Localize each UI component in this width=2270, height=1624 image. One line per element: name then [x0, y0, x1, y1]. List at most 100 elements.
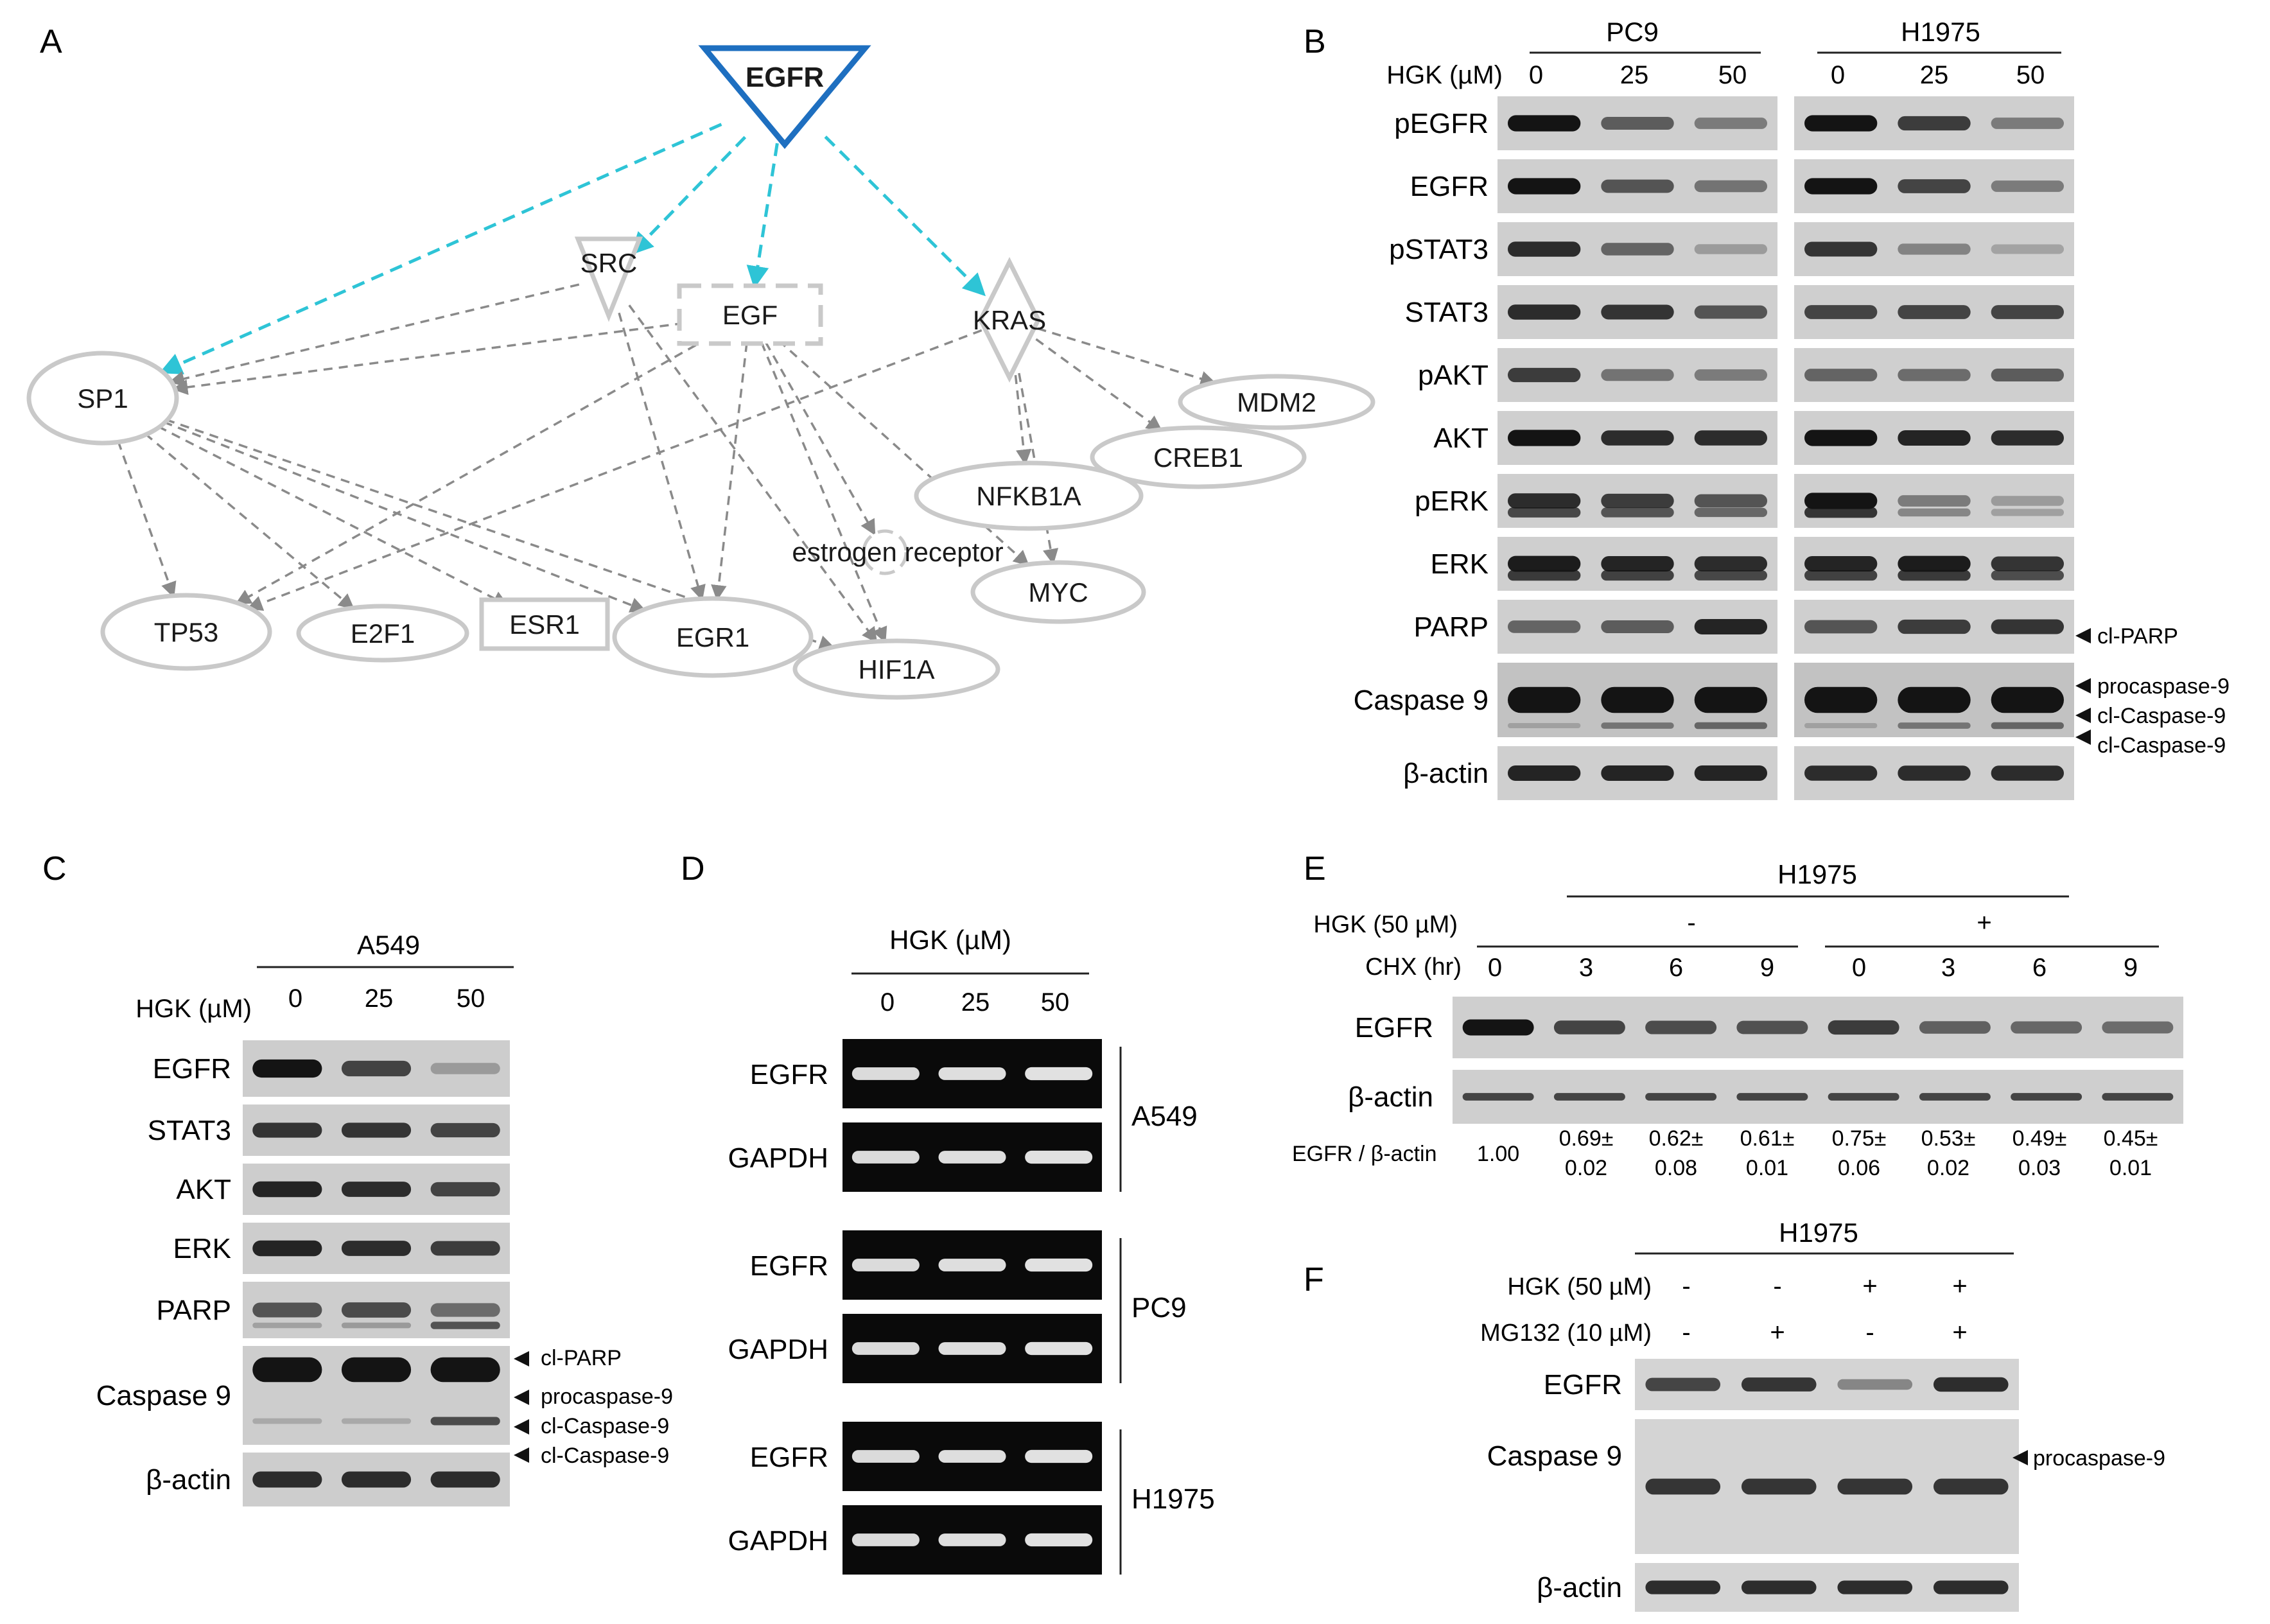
edge-egf-to-sp1	[171, 322, 685, 396]
panel-c-band-2	[341, 1357, 412, 1383]
panel-c-row-egfr: EGFR	[153, 1040, 510, 1097]
panel-b-h1975-band-1	[1804, 178, 1878, 195]
panel-e-ratio-sd: 0.03	[2018, 1156, 2061, 1180]
panel-b-pc9-band-1	[1507, 555, 1581, 572]
panel-c-row-label: PARP	[156, 1295, 231, 1326]
node-shape-esr1	[479, 597, 610, 651]
panel-e-row-egfr: EGFR	[1355, 997, 2183, 1058]
panel-c-annot-cl-casp-1: cl-Caspase-9	[541, 1414, 669, 1438]
panel-d-band-1	[851, 1151, 920, 1164]
panel-f-row-label: β-actin	[1537, 1572, 1622, 1603]
panel-c-cell-line: A549	[357, 930, 420, 960]
panel-b-row-pstat3: pSTAT3	[1389, 222, 2074, 276]
panel-b-pc9-band-2	[1601, 243, 1674, 256]
panel-b-row-label: EGFR	[1410, 171, 1489, 202]
panel-letter-c: C	[42, 850, 67, 887]
panel-c-band-2	[341, 1471, 412, 1488]
panel-e-band-8	[2102, 1021, 2174, 1034]
panel-b-annot-procaspase: procaspase-9	[2097, 674, 2230, 699]
panel-d-band-2	[938, 1067, 1006, 1080]
edge-kras-to-nfkb1a	[1014, 374, 1032, 466]
panel-letter-a: A	[40, 23, 62, 60]
panel-b-row-label: Caspase 9	[1354, 685, 1489, 716]
node-egr1: EGR1	[612, 596, 814, 678]
panel-c-row-label: EGFR	[153, 1053, 231, 1085]
panel-e-ratio-first: 1.00	[1477, 1142, 1519, 1166]
panel-letter-d: D	[681, 850, 705, 887]
panel-e-ratio-sd: 0.08	[1655, 1156, 1697, 1180]
edge-sp1-to-egr1	[163, 421, 647, 613]
panel-b-h1975-band-1	[1804, 493, 1878, 509]
panel-e-band-1	[1462, 1019, 1534, 1036]
edge-src-to-sp1	[168, 283, 580, 387]
panel-d-band-3	[1025, 1449, 1093, 1463]
panel-b-h1975-band-1	[1804, 765, 1878, 781]
panel-b-pc9-band-1	[1507, 765, 1581, 781]
panel-b-rows: pEGFREGFRpSTAT3STAT3pAKTAKTpERKERKPARPCa…	[1354, 96, 2074, 800]
panel-d-band-1	[851, 1342, 920, 1355]
panel-b-row-label: STAT3	[1405, 297, 1489, 328]
panel-b-pc9-band-3	[1694, 686, 1768, 713]
panel-e-ratios: 0.69±0.020.62±0.080.61±0.010.75±0.060.53…	[1559, 1126, 2158, 1180]
panel-f-cell-line: H1975	[1779, 1218, 1858, 1248]
panel-b-pc9-band-3	[1694, 305, 1768, 319]
panel-b-annot-arrow-procaspase	[2075, 678, 2091, 694]
panel-d-row-label: EGFR	[750, 1059, 828, 1090]
panel-b-pc9-band-1	[1507, 115, 1581, 132]
edge-kras-to-mdm2	[1037, 327, 1217, 387]
panel-b-group-h1975: H1975	[1901, 17, 1980, 47]
panel-b-h1975-band-3	[1991, 430, 2065, 446]
panel-b-group-pc9: PC9	[1606, 17, 1659, 47]
panel-c-row-stat3: STAT3	[148, 1104, 510, 1156]
panel-b-row-caspase-9: Caspase 9	[1354, 663, 2074, 737]
panel-c-dose-50: 50	[457, 984, 485, 1013]
panel-b-h1975-cleaved-band-1	[1804, 723, 1878, 728]
node-shape-egfr	[698, 45, 871, 150]
panel-d-band-2	[938, 1259, 1006, 1271]
panel-e-row-label: β-actin	[1348, 1081, 1433, 1113]
edge-egfr-to-egf	[746, 143, 779, 289]
node-shape-mdm2	[1178, 374, 1375, 430]
panel-d-row-label: EGFR	[750, 1442, 828, 1473]
panel-b-row-egfr: EGFR	[1410, 159, 2074, 213]
panel-f-band-4	[1933, 1377, 2009, 1392]
panel-b-pc9-band-3	[1694, 494, 1768, 508]
panel-b-pc9-lower-band-2	[1601, 570, 1674, 581]
panel-b-pc9-band-2	[1601, 493, 1674, 509]
panel-e-band-6	[1919, 1093, 1991, 1101]
node-label-egf: EGF	[722, 300, 778, 330]
panel-d-row-label: GAPDH	[728, 1525, 828, 1557]
panel-b-pc9-cleaved-band-2	[1601, 722, 1674, 729]
edge-src-to-hif1a	[628, 304, 878, 643]
node-myc: MYC	[970, 560, 1146, 624]
node-label-egfr: EGFR	[746, 62, 824, 93]
panel-b-h1975-lower-band-1	[1804, 507, 1878, 518]
panel-e-band-3	[1645, 1020, 1717, 1035]
panel-b-pc9-cleaved-band-1	[1507, 723, 1581, 728]
panel-b-pc9-band-1	[1507, 241, 1581, 257]
panel-e-ratio-sd: 0.01	[2109, 1156, 2152, 1180]
panel-b-h1975-band-3	[1991, 180, 2065, 192]
panel-b-pc9-band-3	[1694, 556, 1768, 572]
edge-egf-to-hif1a	[760, 342, 887, 643]
panel-e-band-5	[1828, 1093, 1899, 1101]
panel-e-chx-time: 0	[1488, 954, 1502, 982]
panel-f-band-3	[1837, 1478, 1913, 1495]
panel-e-ratio-mean: 0.45±	[2104, 1126, 2158, 1151]
panel-b-pc9-band-2	[1601, 116, 1674, 130]
edge-egf-to-er	[764, 342, 876, 536]
panel-c-band-3	[430, 1357, 500, 1383]
panel-c-row-label: AKT	[176, 1174, 231, 1205]
panel-f-band-4	[1933, 1478, 2009, 1495]
node-shape-src	[574, 236, 643, 322]
panel-d-rt-pcr: HGK (µM) 0 25 50 EGFRGAPDHA549EGFRGAPDHP…	[728, 925, 1215, 1575]
panel-e-band-4	[1736, 1093, 1808, 1101]
panel-f-row-actin: β-actin	[1537, 1563, 2019, 1612]
panel-b-dose-h1975-0: 0	[1831, 61, 1845, 89]
panel-e-band-1	[1462, 1093, 1534, 1101]
panel-e-row-actin: β-actin	[1348, 1070, 2183, 1124]
panel-d-group-label: PC9	[1131, 1292, 1187, 1323]
panel-f-condition-label: MG132 (10 µM)	[1480, 1320, 1652, 1347]
